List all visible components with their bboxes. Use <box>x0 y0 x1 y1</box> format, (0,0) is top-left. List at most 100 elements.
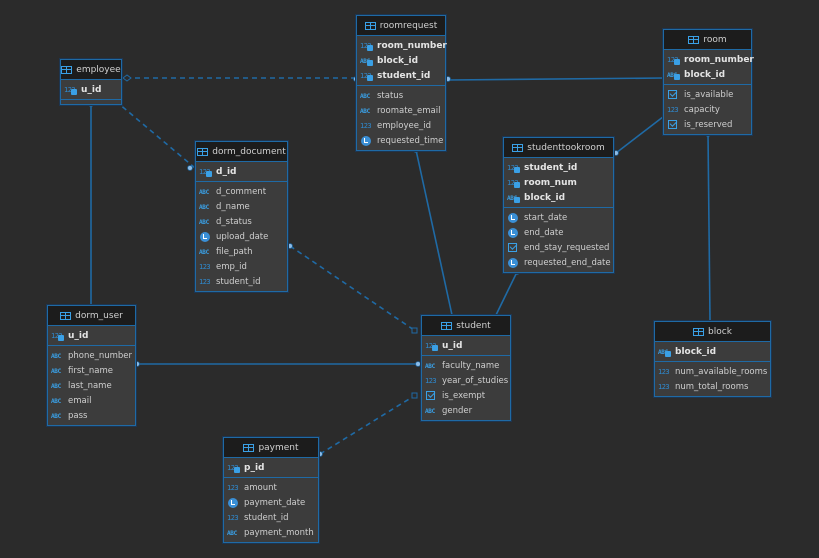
column-name: employee_id <box>377 120 431 131</box>
primary-key-column[interactable]: block_id <box>655 344 770 359</box>
column[interactable]: upload_date <box>196 229 287 244</box>
column[interactable]: amount <box>224 480 318 495</box>
link-roomrequest-student[interactable] <box>415 149 453 316</box>
entity-header[interactable]: block <box>655 322 770 342</box>
link-block-room[interactable] <box>707 132 711 321</box>
datetime-type-icon <box>507 227 520 238</box>
link-marker-square <box>411 327 418 334</box>
primary-key-icon <box>360 41 373 51</box>
primary-key-column[interactable]: p_id <box>224 460 318 475</box>
column[interactable]: year_of_studies <box>422 373 510 388</box>
column[interactable]: is_available <box>664 87 751 102</box>
numeric-type-icon <box>658 367 671 377</box>
primary-key-group: u_id <box>61 80 121 100</box>
column-name: num_available_rooms <box>675 366 768 377</box>
column[interactable]: num_total_rooms <box>655 379 770 394</box>
entity-title: studenttookroom <box>527 142 605 153</box>
column-name: payment_date <box>244 497 306 508</box>
primary-key-column[interactable]: room_num <box>504 175 613 190</box>
entity-header[interactable]: dorm_user <box>48 306 135 326</box>
column-name: gender <box>442 405 473 416</box>
primary-key-column[interactable]: block_id <box>357 53 445 68</box>
column[interactable]: requested_end_date <box>504 255 613 270</box>
primary-key-column[interactable]: block_id <box>504 190 613 205</box>
entity-title: room <box>703 34 727 45</box>
link-payment-student[interactable] <box>319 395 415 455</box>
column[interactable]: payment_date <box>224 495 318 510</box>
column[interactable]: student_id <box>224 510 318 525</box>
column[interactable]: is_reserved <box>664 117 751 132</box>
entity-header[interactable]: dorm_document <box>196 142 287 162</box>
entity-header[interactable]: employee <box>61 60 121 80</box>
entity-student[interactable]: student u_id faculty_nameyear_of_studiesis… <box>421 315 511 421</box>
datetime-type-icon <box>507 257 520 268</box>
column[interactable]: phone_number <box>48 348 135 363</box>
column[interactable]: employee_id <box>357 118 445 133</box>
column[interactable]: d_status <box>196 214 287 229</box>
column-name: block_id <box>675 346 717 357</box>
primary-key-column[interactable]: room_number <box>664 52 754 67</box>
column[interactable]: requested_time <box>357 133 445 148</box>
entity-title: payment <box>258 442 299 453</box>
link-dorm_document-employee[interactable] <box>117 102 196 169</box>
column-name: pass <box>68 410 88 421</box>
column[interactable]: d_name <box>196 199 287 214</box>
numeric-type-icon <box>227 513 240 523</box>
entity-payment[interactable]: payment p_idamount payment_date student_idp… <box>223 437 319 543</box>
column[interactable]: status <box>357 88 445 103</box>
string-type-icon <box>425 406 438 416</box>
column-group: amount payment_date student_idpayment_mont… <box>224 478 318 542</box>
column[interactable]: start_date <box>504 210 613 225</box>
column[interactable]: capacity <box>664 102 751 117</box>
primary-key-column[interactable]: u_id <box>48 328 135 343</box>
column[interactable]: roomate_email <box>357 103 445 118</box>
entity-dorm_user[interactable]: dorm_user u_id phone_numberfirst_namelast_… <box>47 305 136 426</box>
column[interactable]: payment_month <box>224 525 318 540</box>
primary-key-column[interactable]: u_id <box>422 338 510 353</box>
link-endpoint <box>445 76 451 82</box>
primary-key-column[interactable]: room_number <box>357 38 447 53</box>
entity-roomrequest[interactable]: roomrequest room_numberblock_idstudent_id… <box>356 15 447 151</box>
column[interactable]: num_available_rooms <box>655 364 770 379</box>
column[interactable]: d_comment <box>196 184 287 199</box>
link-roomrequest-room[interactable] <box>447 77 665 81</box>
entity-block[interactable]: block block_id num_available_rooms num_tota… <box>654 321 771 397</box>
primary-key-column[interactable]: student_id <box>357 68 445 83</box>
primary-key-column[interactable]: student_id <box>504 160 613 175</box>
primary-key-column[interactable]: block_id <box>664 67 751 82</box>
column[interactable]: faculty_name <box>422 358 510 373</box>
entity-header[interactable]: payment <box>224 438 318 458</box>
entity-header[interactable]: studenttookroom <box>504 138 613 158</box>
entity-header[interactable]: student <box>422 316 510 336</box>
primary-key-column[interactable]: u_id <box>61 82 121 97</box>
column[interactable]: first_name <box>48 363 135 378</box>
link-endpoint <box>415 361 421 367</box>
column[interactable]: end_stay_requested <box>504 240 613 255</box>
datetime-type-icon <box>199 231 212 242</box>
column[interactable]: is_exempt <box>422 388 510 403</box>
primary-key-column[interactable]: d_id <box>196 164 287 179</box>
column[interactable]: end_date <box>504 225 613 240</box>
link-studenttookroom-student[interactable] <box>495 271 518 316</box>
entity-employee[interactable]: employee u_id <box>60 59 122 105</box>
column[interactable]: gender <box>422 403 510 418</box>
column-name: capacity <box>684 104 720 115</box>
entity-room[interactable]: room room_numberblock_id is_availablecapac… <box>663 29 754 135</box>
entity-title: employee <box>76 64 121 75</box>
column[interactable]: last_name <box>48 378 135 393</box>
entity-studenttookroom[interactable]: studenttookroom student_idroom_numblock_i… <box>503 137 614 273</box>
column[interactable]: file_path <box>196 244 287 259</box>
primary-key-group: u_id <box>422 336 510 356</box>
entity-header[interactable]: room <box>664 30 751 50</box>
entity-header[interactable]: roomrequest <box>357 16 445 36</box>
string-type-icon <box>425 361 438 371</box>
column[interactable]: emp_id <box>196 259 287 274</box>
column[interactable]: student_id <box>196 274 287 289</box>
link-dorm_document-student[interactable] <box>289 245 415 331</box>
entity-dorm_document[interactable]: dorm_document d_id d_commentd_named_status… <box>195 141 288 292</box>
column[interactable]: pass <box>48 408 135 423</box>
string-type-icon <box>51 411 64 421</box>
column[interactable]: email <box>48 393 135 408</box>
column-name: d_id <box>216 166 237 177</box>
